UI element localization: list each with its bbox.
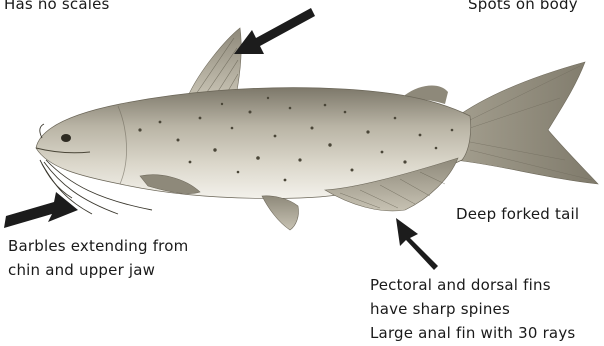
label-fins-line2: have sharp spines <box>370 299 510 320</box>
label-fins-line1: Pectoral and dorsal fins <box>370 275 551 296</box>
eye <box>61 134 71 142</box>
label-no-scales: Has no scales <box>4 0 110 15</box>
label-barbels-line2: chin and upper jaw <box>8 260 155 281</box>
label-fins-line3: Large anal fin with 30 rays <box>370 323 575 344</box>
pelvic-fin <box>262 196 299 230</box>
arrow-dorsal <box>234 8 315 54</box>
label-tail: Deep forked tail <box>456 204 579 225</box>
dorsal-fin <box>188 28 241 96</box>
arrow-fins <box>396 218 438 270</box>
label-spots: Spots on body <box>468 0 578 15</box>
arrow-barbels <box>4 192 78 228</box>
tail-fin <box>455 62 598 184</box>
label-barbels-line1: Barbles extending from <box>8 236 188 257</box>
